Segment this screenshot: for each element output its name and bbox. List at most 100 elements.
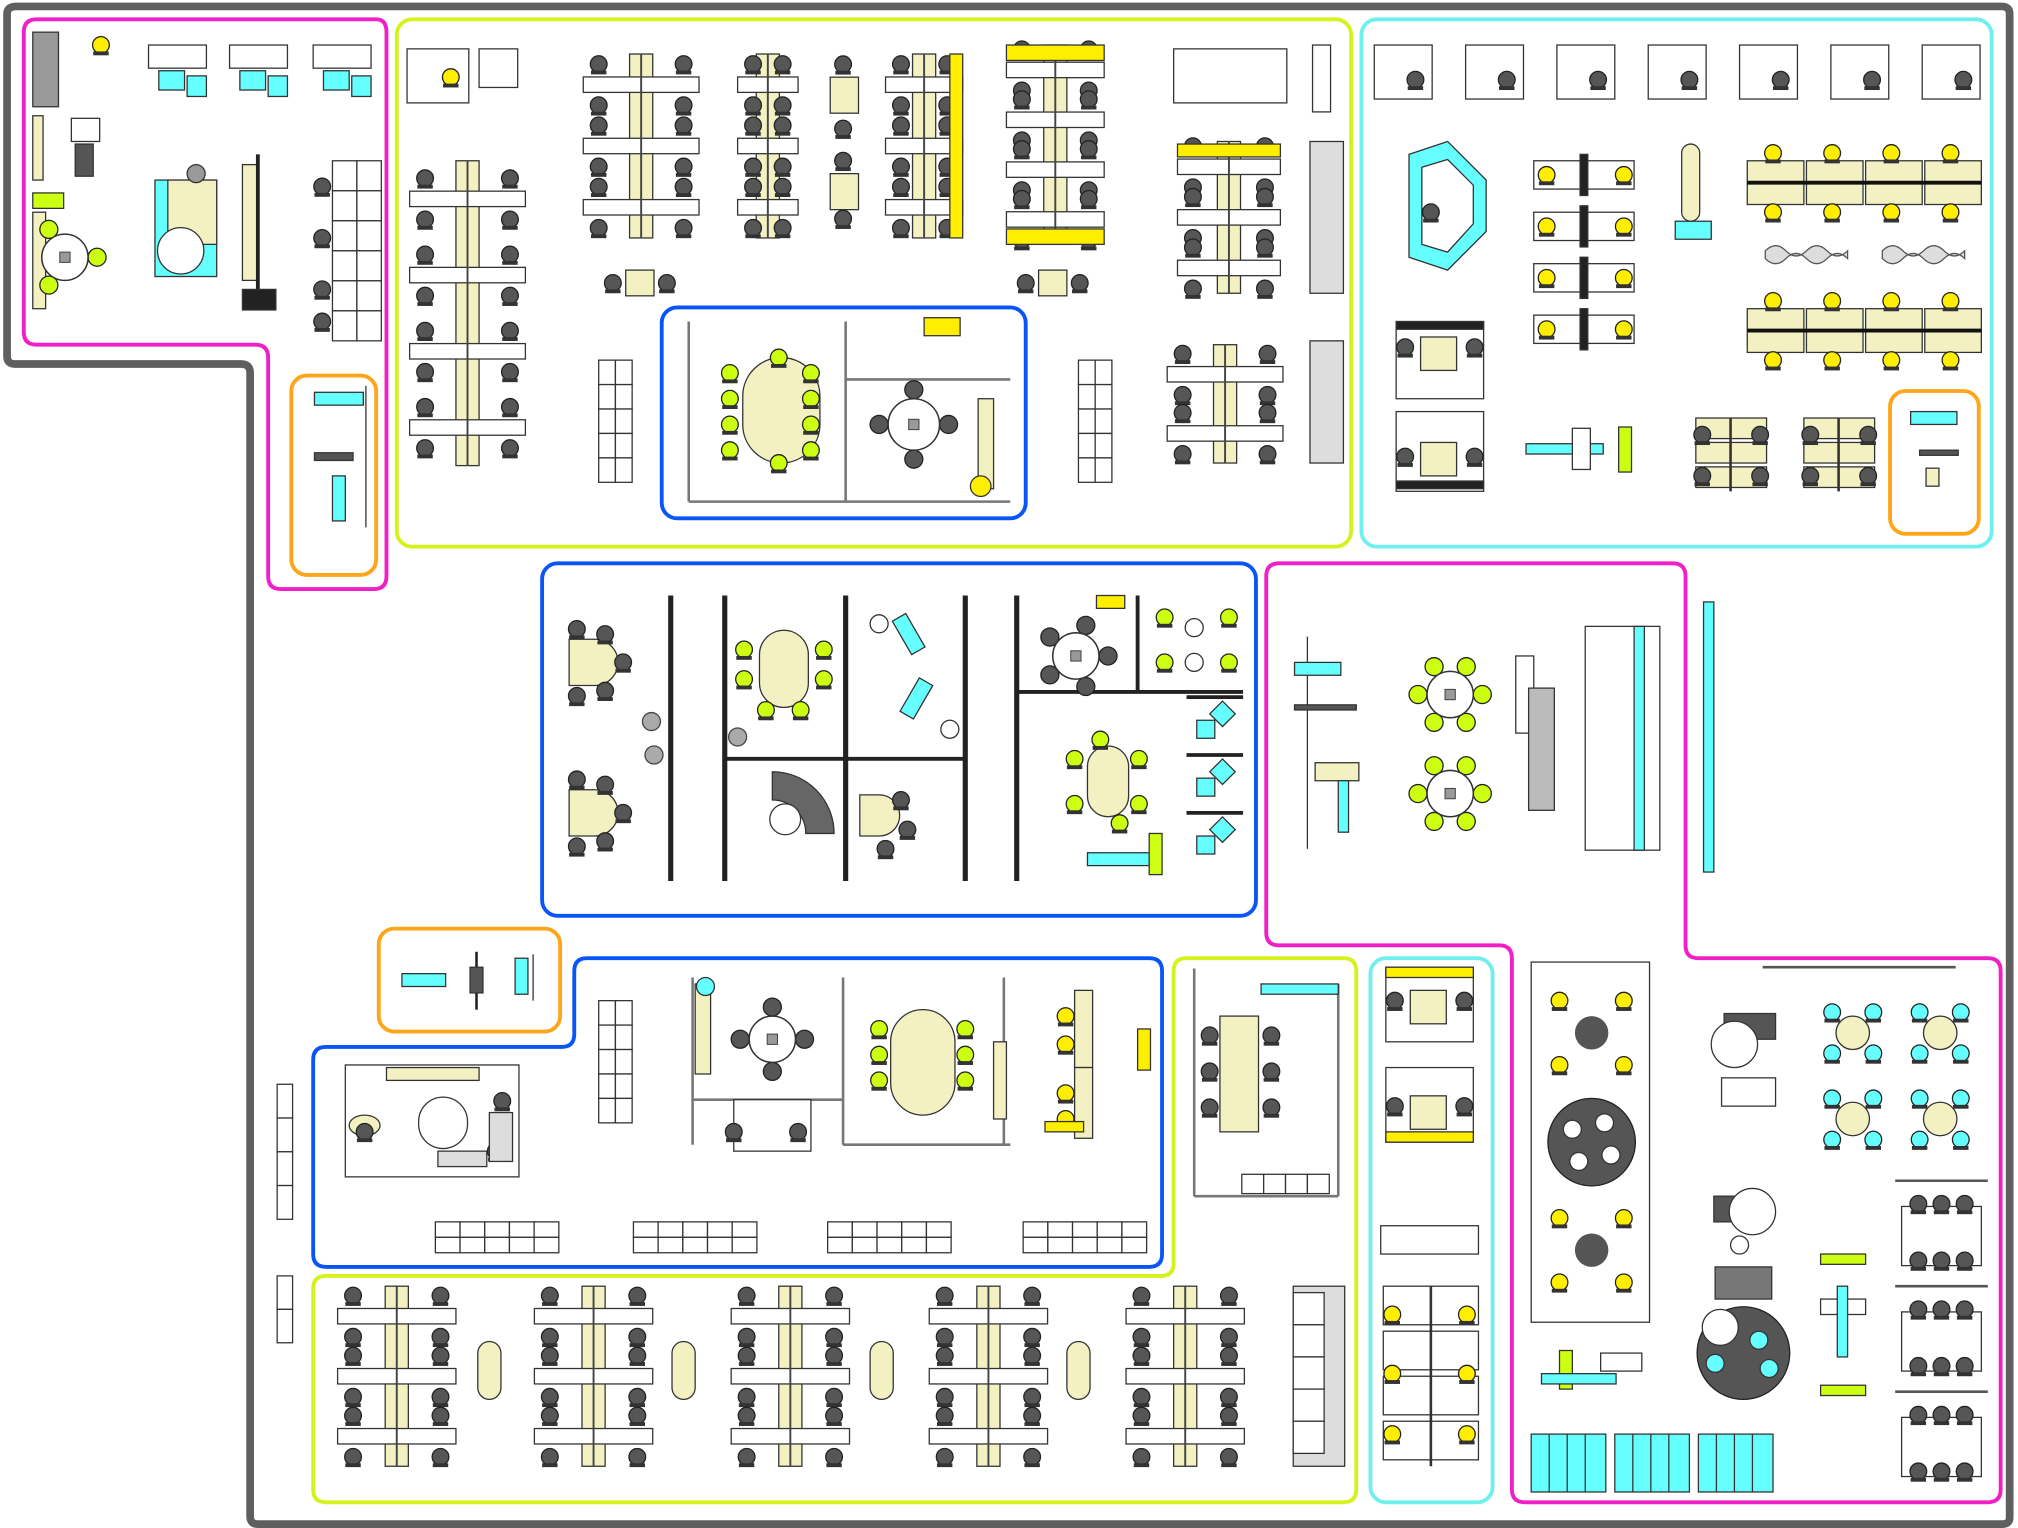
- chair-back: [675, 131, 692, 136]
- chair-seat: [744, 96, 763, 115]
- chair-seat: [1863, 70, 1882, 89]
- chair-icon: [431, 1286, 450, 1306]
- chair-back: [1953, 1018, 1969, 1023]
- chair-back: [1133, 1362, 1150, 1366]
- chair-back: [871, 1035, 887, 1040]
- chair-icon: [431, 1447, 450, 1468]
- chair-back: [1865, 1104, 1882, 1109]
- chair-seat: [1614, 991, 1633, 1010]
- chair-icon: [1385, 1097, 1404, 1117]
- chair-icon: [1537, 268, 1556, 289]
- chair-icon: [628, 1346, 647, 1366]
- chair-seat: [1951, 1089, 1970, 1108]
- cabinet: [1096, 1236, 1123, 1254]
- round-table-icon: [1710, 1020, 1759, 1069]
- zone-blue-middle: [540, 561, 1258, 918]
- chair-icon: [876, 839, 895, 860]
- chair-seat: [674, 157, 693, 176]
- chair-icon: [344, 1387, 363, 1408]
- chair-icon: [1955, 1462, 1974, 1482]
- chair-back: [1883, 159, 1900, 164]
- chair-icon: [935, 1327, 954, 1348]
- chair-icon: [614, 803, 633, 824]
- chair-icon: [1070, 273, 1089, 294]
- chair-back: [417, 413, 433, 418]
- chair-icon: [1132, 1447, 1151, 1468]
- cabinet: [876, 1236, 903, 1254]
- zones: [21, 17, 2003, 1505]
- chair-icon: [801, 389, 820, 410]
- chair-seat: [1016, 273, 1035, 292]
- chair-back: [542, 1343, 558, 1348]
- desk-icon: [1005, 228, 1105, 246]
- chair-icon: [1012, 189, 1031, 210]
- chair-back: [1616, 284, 1632, 289]
- chair-back: [502, 225, 518, 230]
- chair-back: [1466, 353, 1483, 358]
- chair-seat: [1421, 203, 1440, 222]
- storage-icon: [598, 1000, 633, 1124]
- chair-icon: [1098, 646, 1118, 666]
- chair-icon: [589, 116, 608, 136]
- chair-seat: [1219, 1346, 1238, 1365]
- zone-orange-left: [289, 373, 379, 577]
- chair-seat: [1183, 187, 1202, 206]
- chair-icon: [351, 75, 372, 98]
- chair-back: [893, 234, 909, 239]
- chair-back: [502, 184, 518, 189]
- cabinet: [276, 1308, 294, 1344]
- chair-icon: [1589, 70, 1608, 91]
- chair-seat: [1909, 1251, 1928, 1270]
- chair-seat: [1537, 217, 1556, 236]
- chair-icon: [540, 1346, 559, 1366]
- chair-seat: [1023, 1406, 1042, 1425]
- chair-icon: [431, 1327, 450, 1348]
- chair-seat: [773, 96, 792, 115]
- chair-back: [1694, 482, 1710, 487]
- chair-back: [605, 289, 621, 294]
- chair-icon: [500, 321, 519, 342]
- chair-seat: [801, 415, 820, 434]
- cabinet: [484, 1221, 511, 1238]
- chair-seat: [614, 803, 633, 822]
- chair-back: [597, 640, 613, 645]
- chair-seat: [1457, 1364, 1476, 1383]
- chair-seat: [737, 1387, 756, 1406]
- chair-back: [936, 1403, 953, 1408]
- chair-icon: [1614, 217, 1633, 237]
- chair-seat: [1173, 445, 1192, 464]
- chair-icon: [1909, 1251, 1928, 1271]
- chair-back: [738, 1343, 755, 1348]
- chair-back: [502, 302, 518, 306]
- chair-back: [417, 337, 433, 342]
- chair-seat: [891, 116, 910, 135]
- chair-seat: [1383, 1425, 1402, 1444]
- cabinet: [598, 1097, 617, 1124]
- chair-seat: [500, 169, 519, 188]
- desk-icon: [1095, 594, 1126, 610]
- cabinet: [632, 1221, 659, 1238]
- chair-seat: [1823, 351, 1842, 370]
- sofa-icon: [32, 31, 60, 108]
- chair-icon: [500, 245, 519, 265]
- chair-seat: [589, 116, 608, 135]
- desk-icon: [1674, 220, 1712, 240]
- chair-icon: [773, 96, 792, 116]
- chair-icon: [762, 997, 782, 1017]
- desk-icon: [32, 115, 44, 181]
- chair-icon: [1457, 1305, 1476, 1325]
- chair-icon: [1023, 1387, 1042, 1408]
- chair-back: [542, 1302, 558, 1306]
- chair-seat: [773, 218, 792, 237]
- chair-back: [1953, 1059, 1969, 1064]
- chair-back: [659, 289, 675, 294]
- chair-seat: [935, 1346, 954, 1365]
- chair-icon: [834, 55, 853, 75]
- chair-seat: [1864, 1044, 1883, 1063]
- chair-back: [1259, 419, 1276, 424]
- chair-seat: [1023, 1286, 1042, 1305]
- chair-back: [1824, 1104, 1840, 1109]
- cabinet: [598, 457, 617, 483]
- desk-icon: [1086, 852, 1150, 867]
- printer-icon: [70, 117, 101, 143]
